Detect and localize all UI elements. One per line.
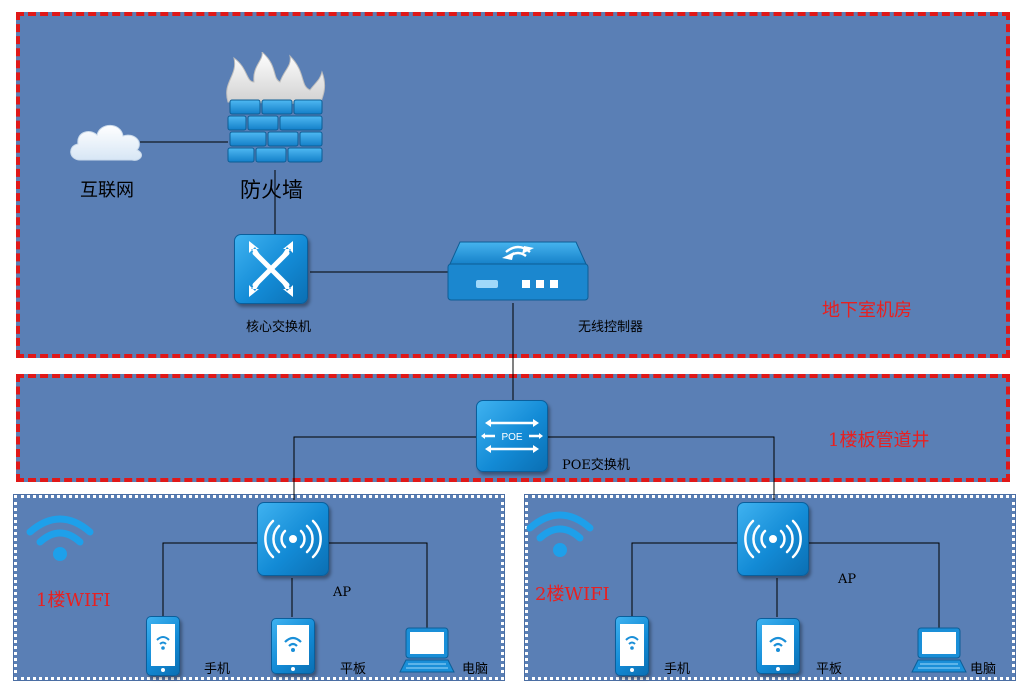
- phone-icon: [615, 616, 649, 676]
- wifi-signal-icon: [526, 511, 594, 557]
- ap-1-label: AP: [333, 585, 352, 600]
- poe-switch-icon: POE: [476, 400, 548, 472]
- link-ap2-computer: [808, 542, 940, 628]
- ap-2-label: AP: [838, 572, 857, 587]
- tablet-icon: [271, 618, 315, 674]
- laptop-icon: [911, 627, 967, 673]
- link-poe-ap2: [547, 436, 775, 500]
- firewall-label: 防火墙: [240, 178, 303, 202]
- access-point-1-icon: [257, 502, 329, 576]
- computer-1-label: 电脑: [462, 662, 489, 677]
- poe-switch-label: POE交换机: [562, 458, 630, 473]
- tablet-1-label: 平板: [340, 662, 367, 677]
- phone-1-label: 手机: [204, 662, 231, 677]
- wireless-controller-label: 无线控制器: [578, 320, 644, 335]
- phone-2-label: 手机: [664, 662, 691, 677]
- poe-icon-text: POE: [501, 432, 522, 443]
- cloud-icon: [70, 124, 142, 161]
- firewall-icon: [226, 52, 326, 163]
- zone-label-basement: 地下室机房: [822, 300, 912, 321]
- internet-label: 互联网: [80, 180, 134, 201]
- laptop-icon: [399, 627, 455, 673]
- link-ap1-phone: [162, 542, 258, 617]
- link-ap1-computer: [328, 542, 428, 628]
- zone-label-floor2: 2楼WIFI: [535, 584, 610, 605]
- zone-label-shaft: 1楼板管道井: [828, 430, 930, 451]
- core-switch-label: 核心交换机: [246, 320, 312, 335]
- tablet-icon: [756, 618, 800, 674]
- core-switch-icon: [234, 234, 308, 304]
- phone-icon: [146, 616, 180, 676]
- access-point-2-icon: [737, 502, 809, 576]
- link-poe-ap1: [293, 436, 477, 500]
- zone-label-floor1: 1楼WIFI: [36, 590, 111, 611]
- link-ap2-phone: [631, 542, 738, 617]
- tablet-2-label: 平板: [816, 662, 843, 677]
- wifi-signal-icon: [26, 515, 94, 561]
- wireless-controller-icon: [447, 241, 589, 301]
- computer-2-label: 电脑: [970, 662, 997, 677]
